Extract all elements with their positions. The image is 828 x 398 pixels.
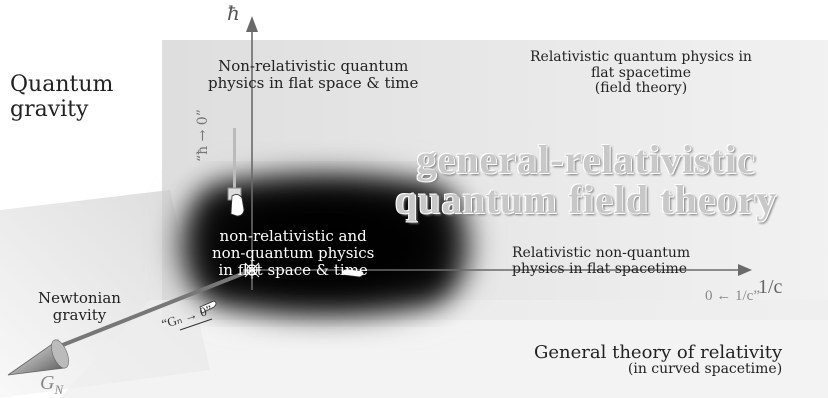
- quantum-gravity-label: Quantum gravity: [10, 73, 113, 122]
- general-relativity-subtitle: (in curved spacetime): [534, 362, 782, 378]
- nonrel-nonquantum-label: non-relativistic and non-quantum physics…: [212, 228, 374, 278]
- relativistic-quantum-flat-label: Relativistic quantum physics in flat spa…: [530, 50, 752, 97]
- hbar-axis-label: ħ: [227, 2, 240, 24]
- grqft-label: general-relativistic quantum field theor…: [395, 140, 777, 220]
- hand-pointer-icon: [231, 194, 244, 216]
- general-relativity-title: General theory of relativity: [534, 342, 782, 363]
- nonrelativistic-quantum-label: Non-relativistic quantum physics in flat…: [208, 58, 418, 92]
- hbar-slider-track: [233, 128, 236, 192]
- general-relativity-label: General theory of relativity (in curved …: [534, 343, 782, 378]
- inv-c-axis-label: 1/c: [758, 276, 782, 298]
- inv-c-limit-label: 0 ← 1/c”: [705, 288, 760, 305]
- hbar-axis-arrowhead: [246, 16, 258, 32]
- hbar-limit-label: “ħ → 0”: [196, 109, 212, 162]
- gn-axis-label: GN: [40, 372, 63, 398]
- newtonian-gravity-label: Newtonian gravity: [38, 290, 121, 324]
- relativistic-nonquantum-label: Relativistic non-quantum physics in flat…: [512, 246, 690, 277]
